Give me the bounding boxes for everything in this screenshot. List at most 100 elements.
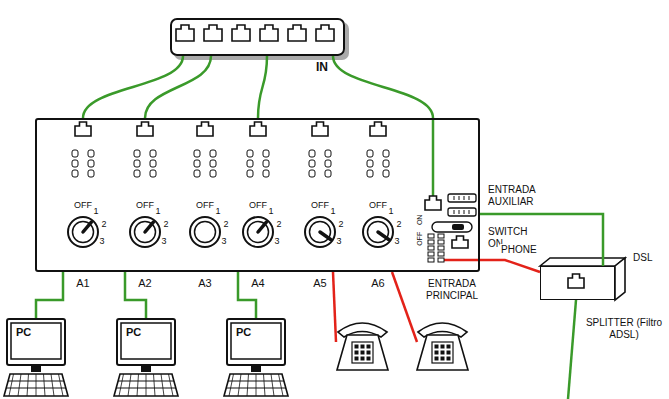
keyboard-key [146, 374, 147, 396]
status-led [134, 160, 140, 167]
status-led [263, 150, 269, 157]
phone-key [435, 357, 439, 361]
knob-position: 2 [396, 220, 401, 230]
knob-position: 1 [93, 207, 98, 217]
phone-key [367, 351, 371, 355]
adsl-splitter: SPLITTER (Filtro ADSL) [540, 266, 615, 300]
rotary-knob-ring [195, 222, 216, 243]
pc-stand [141, 366, 151, 372]
rotary-knob-ring [248, 222, 269, 243]
status-led [325, 170, 331, 177]
status-led [72, 150, 78, 157]
knob-position: OFF [311, 201, 329, 211]
rj45-port [75, 122, 91, 136]
cable [36, 272, 63, 318]
status-led [325, 150, 331, 157]
phone-key [447, 357, 451, 361]
outlet-name: A1 [76, 277, 89, 289]
main-input-pin [438, 246, 444, 250]
keyboard-key [161, 374, 164, 396]
pc-screen [121, 323, 171, 359]
cable [480, 260, 540, 272]
pc-monitor: PC [226, 318, 286, 366]
phone-key [361, 357, 365, 361]
rj45-port [232, 25, 250, 41]
node-text: ENTRADA AUXILIAR [488, 184, 550, 208]
aux-wire-stub [432, 118, 435, 196]
terminal-block [448, 194, 476, 202]
network-switch: IN [170, 18, 345, 56]
terminal-pin [469, 210, 470, 214]
knob-position: 3 [336, 237, 341, 247]
pc-stand [251, 366, 261, 372]
pc-keyboard [114, 374, 178, 396]
main-input-pin [438, 258, 444, 262]
phone-key [435, 351, 439, 355]
node-text: IN [310, 60, 334, 74]
rotary-knob-ring [310, 222, 331, 243]
status-led [210, 160, 216, 167]
outlet-name: A6 [371, 277, 384, 289]
rj45-port [452, 236, 468, 248]
keyboard-key [154, 374, 156, 396]
keyboard-key [238, 374, 241, 396]
status-led [247, 170, 253, 177]
phone-wire [392, 272, 417, 342]
keyboard-key [36, 374, 37, 396]
terminal-pin [459, 196, 460, 200]
knob-position: 1 [388, 207, 393, 217]
rotary-knob [190, 217, 220, 247]
phone-key [355, 351, 359, 355]
phone-body [337, 335, 388, 370]
status-led [194, 160, 200, 167]
phone-key [361, 351, 365, 355]
status-led [383, 170, 389, 177]
keyboard-key [279, 374, 284, 396]
status-led [210, 170, 216, 177]
keyboard-key [169, 374, 174, 396]
phone-key [441, 345, 445, 349]
main-input-pin [438, 252, 444, 256]
power-switch [432, 222, 472, 232]
knob-position: 3 [221, 237, 226, 247]
switch-body [170, 18, 345, 56]
keyboard-key [247, 374, 249, 396]
phone-keypad [352, 342, 373, 363]
knob-position: 3 [161, 237, 166, 247]
pc-monitor: PC [116, 318, 176, 366]
keyboard-key [137, 374, 139, 396]
keyboard-key [264, 374, 266, 396]
rj45-port [316, 25, 334, 41]
keyboard-key [44, 374, 46, 396]
keyboard-key [27, 374, 29, 396]
main-input-pin [438, 234, 444, 238]
knob-pointer [83, 222, 91, 232]
phone-key [441, 351, 445, 355]
status-led [72, 170, 78, 177]
knob-position: 3 [274, 237, 279, 247]
keyboard-key [271, 374, 274, 396]
rj45-port [260, 25, 278, 41]
status-led [309, 170, 315, 177]
cable [480, 214, 603, 266]
pc-stand [31, 366, 41, 372]
status-led [383, 160, 389, 167]
patch-panel: ENTRADA AUXILIARSWITCH ONENTRADA PRINCIP… [35, 118, 480, 272]
status-led [383, 150, 389, 157]
phone-wire-stub [444, 259, 480, 262]
phone-wire [333, 272, 336, 342]
status-led [367, 150, 373, 157]
knob-position: 3 [99, 237, 104, 247]
rotary-knob [363, 217, 393, 247]
splitter-side-face [615, 258, 625, 300]
status-led [150, 160, 156, 167]
main-input-pin [438, 240, 444, 244]
knob-pointer [320, 232, 331, 239]
switch-position: ON [416, 215, 424, 226]
pc-screen [231, 323, 281, 359]
rj45-port [197, 122, 213, 136]
node-text: SPLITTER (Filtro ADSL) [584, 317, 664, 341]
